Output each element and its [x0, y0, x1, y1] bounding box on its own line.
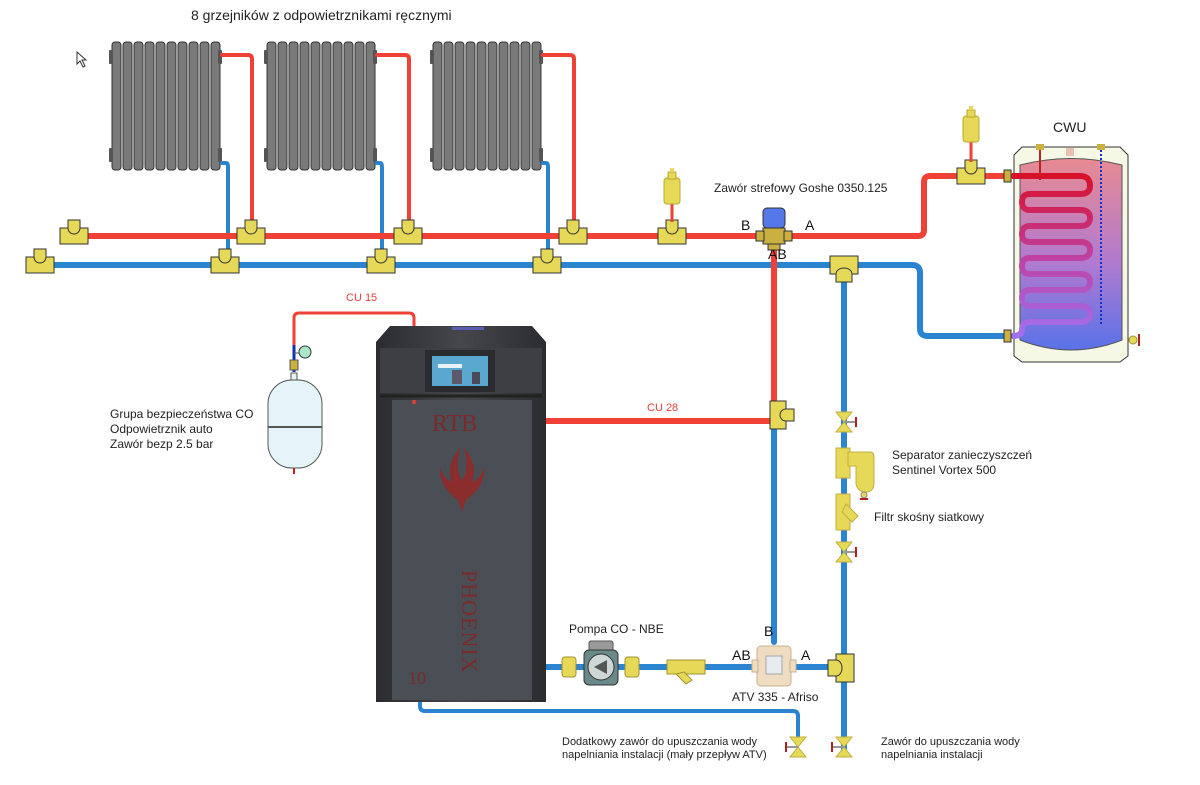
zone-valve-port-b: B — [741, 217, 751, 233]
radiator-1-return — [220, 161, 230, 264]
auto-air-vent-1 — [663, 167, 681, 205]
diagram-title: 8 grzejników z odpowietrznikami ręcznymi — [191, 7, 452, 23]
circulation-pump — [561, 640, 640, 686]
drain-main-label: Zawór do upuszczania wody napelniania in… — [881, 736, 1020, 761]
tee-supply-3 — [558, 219, 588, 245]
tee-supply-2 — [393, 219, 423, 245]
radiator-3-supply — [541, 53, 576, 234]
atv-port-b: B — [764, 623, 774, 639]
safety-group-label: Grupa bezpieczeństwa CO Odpowietrznik au… — [110, 407, 254, 451]
tee-return-end — [25, 248, 55, 274]
expansion-vessel — [267, 345, 323, 474]
cwu-tank — [1003, 144, 1140, 363]
dirt-separator — [835, 447, 875, 500]
tee-supply-1 — [236, 219, 266, 245]
separator-label: Separator zanieczyszczeń Sentinel Vortex… — [892, 448, 1033, 477]
radiator-2 — [263, 39, 378, 173]
drain-extra-pipe — [418, 666, 800, 744]
tee-supply-end — [59, 219, 89, 245]
tee-cu28 — [769, 400, 795, 430]
atv-port-a: A — [801, 647, 811, 663]
cu15-label: CU 15 — [346, 292, 378, 304]
zone-valve-goshe — [755, 207, 793, 251]
radiator-1 — [108, 39, 223, 173]
atv-label: ATV 335 - Afriso — [732, 690, 819, 704]
boiler-rtb-phoenix — [376, 326, 546, 702]
atv-port-ab: AB — [732, 647, 751, 663]
tee-airvent-1 — [657, 219, 687, 245]
cu28-label: CU 28 — [647, 402, 679, 414]
ball-valve-lower[interactable] — [835, 541, 857, 563]
tee-bypass — [829, 255, 859, 283]
y-strainer-pump — [666, 659, 706, 685]
drain-valve-extra[interactable] — [785, 736, 807, 758]
main-supply-pipe — [73, 173, 1013, 239]
radiator-2-return — [375, 161, 384, 264]
atv-mixing-valve — [751, 645, 797, 687]
boiler-brand: RTB — [432, 411, 478, 437]
strainer-filter — [835, 493, 859, 531]
filter-label: Filtr skośny siatkowy — [874, 510, 985, 524]
cwu-label: CWU — [1053, 119, 1087, 135]
zone-valve-port-a: A — [805, 217, 815, 233]
zone-valve-label: Zawór strefowy Goshe 0350.125 — [714, 181, 888, 195]
tee-return-1 — [210, 248, 240, 274]
pump-label: Pompa CO - NBE — [569, 622, 664, 636]
radiator-3-return — [541, 161, 550, 264]
ball-valve-upper[interactable] — [835, 411, 857, 433]
mouse-cursor-icon — [76, 50, 88, 68]
radiator-3 — [429, 39, 544, 173]
tee-return-3 — [532, 248, 562, 274]
drain-extra-label: Dodatkowy zawór do upuszczania wody nape… — [562, 736, 767, 761]
boiler-size: 10 — [408, 668, 426, 688]
tee-airvent-2 — [956, 159, 986, 185]
radiator-2-supply — [375, 53, 411, 234]
boiler-model: PHOENIX — [457, 570, 482, 674]
main-return-pipe — [35, 262, 1013, 339]
auto-air-vent-2 — [962, 105, 980, 143]
cu15-pipe — [292, 311, 416, 400]
zone-valve-port-ab: AB — [768, 246, 787, 262]
drain-valve-main[interactable] — [831, 736, 853, 758]
radiator-1-supply — [220, 53, 254, 234]
tee-return-2 — [366, 248, 396, 274]
tee-atv-a — [827, 653, 855, 683]
